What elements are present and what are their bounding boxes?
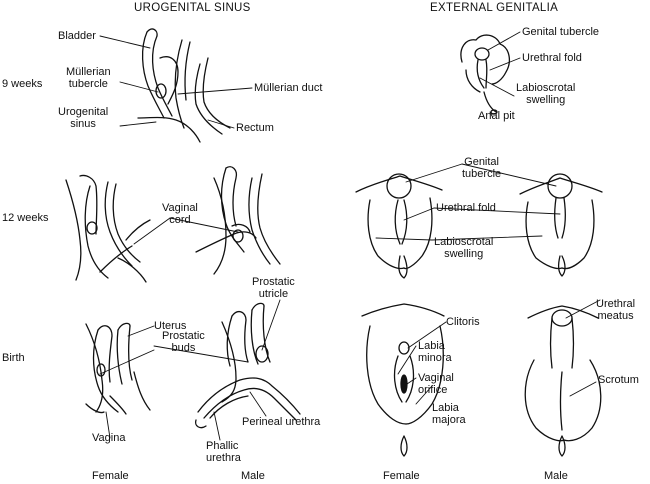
sinus-birth-male-drawing: [194, 302, 301, 429]
label-perineal-urethra: Perineal urethra: [242, 416, 321, 428]
label-vaginal-orifice: Vaginal orifice: [418, 372, 454, 396]
external-birth-male-drawing: [524, 305, 602, 457]
label-urethral-fold-9: Urethral fold: [522, 52, 582, 64]
stage-12-weeks: 12 weeks: [2, 212, 49, 224]
external-12-weeks-female-drawing: [355, 173, 443, 279]
stage-birth: Birth: [2, 352, 25, 364]
footer-male-sinus: Male: [241, 470, 265, 482]
external-genitalia-header: EXTERNAL GENITALIA: [430, 2, 559, 14]
footer-female-sinus: Female: [92, 470, 129, 482]
external-12-weeks-male-drawing: [519, 173, 603, 277]
label-labia-majora: Labia majora: [432, 402, 466, 426]
label-prostatic-utricle: Prostatic utricle: [252, 276, 295, 300]
label-bladder: Bladder: [58, 30, 96, 42]
label-vaginal-cord: Vaginal cord: [162, 202, 198, 226]
label-uterus: Uterus: [154, 320, 187, 332]
label-anal-pit: Anal pit: [478, 110, 515, 122]
label-urethral-fold-12: Urethral fold: [436, 202, 496, 214]
stage-9-weeks: 9 weeks: [2, 78, 43, 90]
sinus-12-weeks-male-drawing: [195, 166, 281, 275]
sinus-12-weeks-female-drawing: [65, 174, 151, 283]
label-prostatic-buds: Prostatic buds: [162, 330, 205, 354]
label-clitoris: Clitoris: [446, 316, 480, 328]
leader-lines: [99, 31, 601, 441]
footer-male-external: Male: [544, 470, 568, 482]
label-scrotum: Scrotum: [598, 374, 639, 386]
label-urogenital-sinus: Urogenital sinus: [58, 106, 109, 130]
sinus-9-weeks-drawing: [137, 28, 231, 143]
label-vagina: Vagina: [92, 432, 126, 444]
footer-female-external: Female: [383, 470, 420, 482]
label-labioscrotal-swelling-12: Labioscrotal swelling: [434, 236, 494, 260]
label-mullerian-tubercle: Müllerian tubercle: [66, 66, 111, 90]
external-birth-female-drawing: [361, 303, 445, 457]
label-urethral-meatus: Urethral meatus: [596, 298, 636, 322]
label-phallic-urethra: Phallic urethra: [206, 440, 241, 464]
sinus-birth-female-drawing: [85, 322, 151, 415]
urogenital-sinus-header: UROGENITAL SINUS: [134, 2, 251, 14]
label-genital-tubercle-9: Genital tubercle: [522, 26, 600, 38]
label-labia-minora: Labia minora: [418, 340, 452, 364]
label-labioscrotal-swelling-9: Labioscrotal swelling: [516, 82, 576, 106]
external-9-weeks-drawing: [460, 34, 511, 115]
label-rectum: Rectum: [236, 122, 274, 134]
label-mullerian-duct: Müllerian duct: [254, 82, 323, 94]
label-genital-tubercle-12: Genital tubercle: [462, 156, 502, 180]
